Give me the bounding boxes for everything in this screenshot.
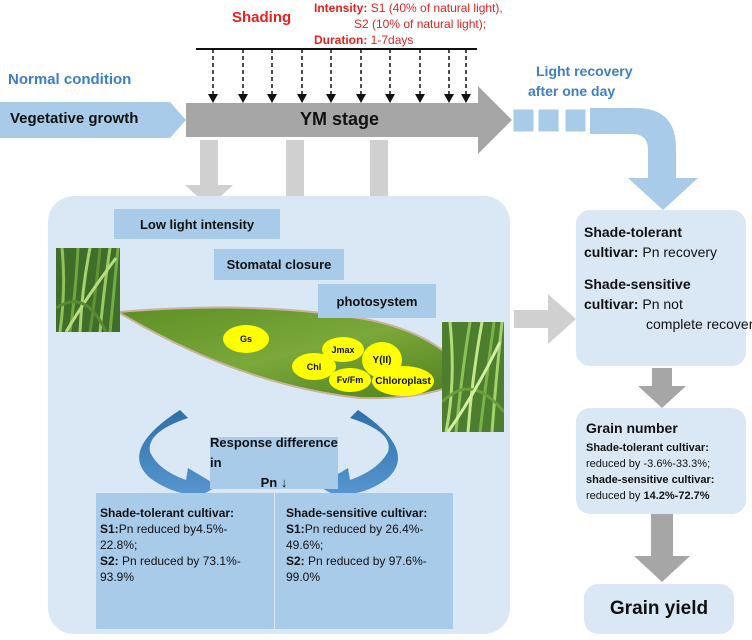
grain-sensitive-prefix: reduced by [586,490,644,502]
photosystem-label: photosystem [318,284,436,318]
tolerant-s1-text2: 22.8%; [100,538,138,552]
grain-sensitive-label: shade-sensitive cultivar: [586,474,715,486]
shading-arrows [196,48,477,103]
jmax-ellipse: Jmax [322,337,364,362]
duration-label: Duration: [314,33,368,47]
right-curved-arrow [318,410,398,506]
sensitive-pn-text: Shade-sensitive cultivar: S1:Pn reduced … [286,505,427,585]
sensitive-s2-text: Pn reduced by 97.6%- [304,554,427,568]
recovery-tolerant-value: Pn recovery [638,244,718,260]
recovery-sensitive-label: cultivar: [584,296,639,312]
tolerant-pn-title: Shade-tolerant cultivar: [100,506,235,520]
low-light-label: Low light intensity [114,209,280,239]
recovery-tolerant-title: Shade-tolerant [584,224,683,240]
recovery-curve-arrow [590,108,698,210]
recovery-sensitive-title: Shade-sensitive [584,276,691,292]
grain-number-text: Grain number Shade-tolerant cultivar: re… [586,418,714,504]
recovery-sensitive-value2: complete recovery [646,316,752,332]
normal-condition: Normal condition [8,71,132,88]
ym-stage-label: YM stage [300,109,380,129]
tolerant-s2-text2: 93.9% [100,570,135,584]
tolerant-s2-text: Pn reduced by 73.1%- [118,554,241,568]
sensitive-s2-text2: 99.0% [286,570,321,584]
recovery-sensitive-value: Pn not [638,296,683,312]
sensitive-s1-text2: 49.6%; [286,538,324,552]
grain-number-title: Grain number [586,420,678,436]
recovery-tolerant-label: cultivar: [584,244,639,260]
wheat-photo-right [442,322,504,432]
vegetative-growth-label: Vegetative growth [10,110,139,127]
grain-tolerant-value: reduced by -3.6%-33.3%; [586,458,711,470]
grain-tolerant-label: Shade-tolerant cultivar: [586,442,709,454]
tolerant-s1-text: Pn reduced by4.5%- [118,522,228,536]
grain-number-box [576,408,746,514]
grain-yield-box: Grain yield [584,584,734,634]
shading-duration: Duration: 1-7days [314,32,413,48]
duration-value: 1-7days [370,33,414,47]
response-difference-box: Response difference in Pn ↓ [210,435,338,490]
tolerant-pn-box [96,493,274,629]
ym-stage-arrow [186,86,512,154]
sensitive-pn-box [275,493,453,629]
light-recovery-line1: Light recovery [536,63,633,79]
sensitive-s1-text: Pn reduced by 26.4%- [304,522,424,536]
tolerant-s1-label: S1: [100,522,119,536]
tolerant-s2-label: S2: [100,554,119,568]
tolerant-pn-text: Shade-tolerant cultivar: S1:Pn reduced b… [100,505,241,585]
vegetative-growth-arrow [0,102,186,138]
gs-ellipse: Gs [223,325,269,353]
sensitive-s2-label: S2: [286,554,305,568]
fvfm-ellipse: Fv/Fm [329,368,371,392]
grain-to-yield-arrow [634,514,690,582]
light-recovery-line2: after one day [528,83,616,99]
intensity-s1: S1 (40% of natural light), [370,1,503,15]
grain-sensitive-value: 14.2%-72.7% [643,490,710,502]
shading-intensity: Intensity: S1 (40% of natural light), [314,0,503,16]
recovery-to-grain-arrow [638,368,686,408]
wheat-photo-left [56,248,120,332]
recovery-text: Shade-tolerant cultivar: Pn recovery Sha… [584,222,752,334]
response-line2: Pn ↓ [260,475,288,490]
chloroplast-ellipse: Chloroplast [372,366,434,396]
recovery-box [576,210,746,366]
sensitive-pn-title: Shade-sensitive cultivar: [286,506,428,520]
recovery-squares [512,108,587,133]
left-curved-arrow [139,410,218,506]
response-line1: Response difference in [210,435,338,470]
sensitive-s1-label: S1: [286,522,305,536]
stomatal-closure-label: Stomatal closure [214,249,344,280]
shading-title: Shading [232,9,292,26]
intensity-s2: S2 (10% of natural light); [354,17,487,31]
intensity-label: Intensity: [314,1,368,15]
panel-to-recovery-arrow [514,294,576,344]
